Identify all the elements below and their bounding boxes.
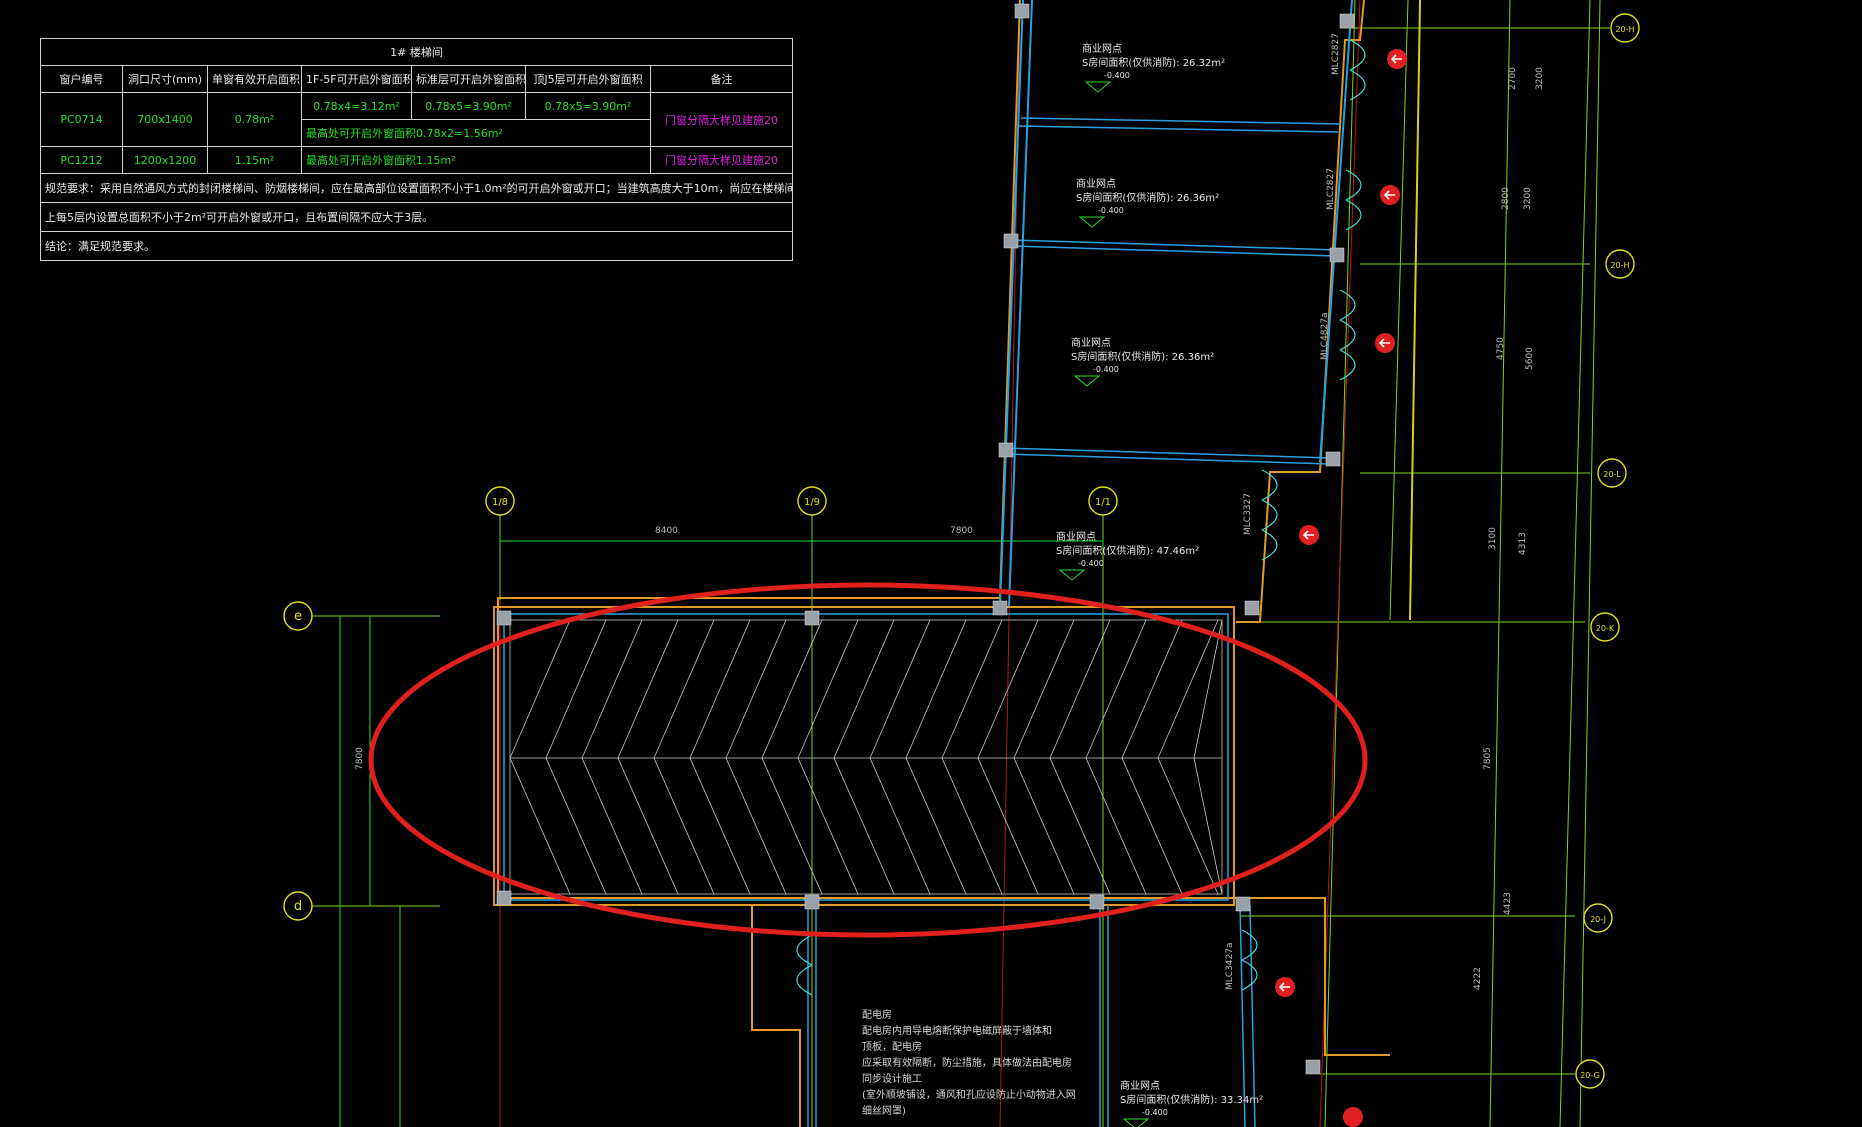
level-marker — [1058, 569, 1086, 581]
door-tag: MLC3427a — [1225, 943, 1235, 990]
room-level: -0.400 — [1098, 206, 1124, 215]
axis-label-right: 20-H — [1610, 261, 1629, 270]
axis-label-left: d — [294, 899, 302, 914]
room-area: S房间面积(仅供消防): 26.36m² — [1071, 350, 1214, 363]
row2-size: 1200x1200 — [122, 146, 208, 174]
stair-hatch — [509, 619, 1223, 895]
structural-columns — [496, 3, 1355, 1075]
room-area: S房间面积(仅供消防): 33.34m² — [1120, 1093, 1263, 1106]
axis-label-top: 1/8 — [492, 497, 508, 508]
conclusion: 结论：满足规范要求。 — [39, 231, 794, 261]
side-dim: 5600 — [1525, 347, 1535, 370]
spec-line-2: 上每5层内设置总面积不小于2m²可开启外窗或开口，且布置间隔不应大于3层。 — [39, 202, 794, 232]
room-name: 商业网点 — [1076, 177, 1116, 190]
room-area: S房间面积(仅供消防): 47.46m² — [1056, 544, 1199, 557]
axis-label-right: 20-J — [1590, 915, 1606, 924]
row1-note: 门窗分隔大样见建施20 — [649, 92, 794, 147]
row1-sub: 最高处可开启外窗面积0.78x2=1.56m² — [301, 119, 651, 147]
row2-id: PC1212 — [40, 146, 123, 174]
header-single-area: 单窗有效开启面积 — [207, 65, 302, 93]
side-dim: 2700 — [1508, 67, 1518, 90]
side-dim: 4750 — [1496, 337, 1506, 360]
dim-8400: 8400 — [655, 526, 678, 536]
room-area: S房间面积(仅供消防): 26.36m² — [1076, 191, 1219, 204]
row2-note: 门窗分隔大样见建施20 — [649, 146, 794, 174]
side-dim: 4222 — [1473, 967, 1483, 990]
axis-label-right: 20-L — [1603, 470, 1621, 479]
side-dim: 4423 — [1503, 892, 1513, 915]
axis-label-right: 20-K — [1596, 624, 1615, 633]
note-line: 细丝网罩) — [862, 1104, 906, 1117]
axis-label-top: 1/1 — [1095, 497, 1111, 508]
row1-id: PC0714 — [40, 92, 123, 147]
room-area: S房间面积(仅供消防): 26.32m² — [1082, 56, 1225, 69]
side-dim: 4313 — [1518, 532, 1528, 555]
side-dim: 3200 — [1535, 67, 1545, 90]
spec-line-1: 规范要求：采用自然通风方式的封闭楼梯间、防烟楼梯间，应在最高部位设置面积不小于1… — [39, 173, 794, 203]
header-std-floor: 标准层可开启外窗面积 — [411, 65, 526, 93]
room-level: -0.400 — [1104, 71, 1130, 80]
dim-left: 7800 — [355, 747, 365, 770]
note-line: 配电房 — [862, 1008, 892, 1021]
side-dim: 3200 — [1523, 187, 1533, 210]
header-f1-5: 1F-5F可开启外窗面积 — [301, 65, 412, 93]
substation-note: 配电房配电房内用导电熔断保护电磁屏蔽于墙体和顶板，配电房应采取有效隔断，防尘措施… — [862, 1008, 1076, 1117]
header-opening-size: 洞口尺寸(mm) — [122, 65, 208, 93]
dim-7800: 7800 — [950, 526, 973, 536]
door-swings — [796, 39, 1366, 996]
table-title: 1# 楼梯间 — [39, 38, 794, 66]
side-dimensions: 2700 3200 2800 3200 4750 5600 3100 4313 7805 4222… — [1473, 67, 1545, 990]
stair-window-table: 1# 楼梯间 窗户编号 洞口尺寸(mm) 单窗有效开启面积 1F-5F可开启外窗… — [39, 38, 794, 261]
row1-size: 700x1400 — [122, 92, 208, 147]
note-line: 应采取有效隔断，防尘措施，具体做法由配电房 — [862, 1056, 1072, 1069]
side-dim: 2800 — [1501, 187, 1511, 210]
building-walls — [493, 0, 1421, 1127]
axis-label-left: e — [294, 609, 302, 624]
row2-sub: 最高处可开启外窗面积1.15m² — [301, 146, 651, 174]
door-tag: MLC2827 — [1331, 33, 1341, 75]
header-top-floor: 顶J5层可开启外窗面积 — [525, 65, 651, 93]
room-name: 商业网点 — [1071, 336, 1111, 349]
axis-bubbles — [283, 13, 1640, 1089]
side-dim: 7805 — [1483, 747, 1493, 770]
room-name: 商业网点 — [1082, 42, 1122, 55]
row1-top: 0.78x5=3.90m² — [525, 92, 651, 120]
row1-area: 0.78m² — [207, 92, 302, 147]
axis-label-right: 20-G — [1580, 1071, 1600, 1080]
level-marker — [1073, 375, 1101, 387]
row2-area: 1.15m² — [207, 146, 302, 174]
top-dimension — [339, 535, 1104, 1127]
row1-f1-5: 0.78x4=3.12m² — [301, 92, 412, 120]
level-marker — [1078, 216, 1106, 228]
room-name: 商业网点 — [1120, 1079, 1160, 1092]
row1-std: 0.78x5=3.90m² — [411, 92, 526, 120]
note-line: (室外顺坡铺设，通风和孔应设防止小动物进入网 — [862, 1088, 1076, 1101]
axis-label-right: 20-H — [1615, 25, 1634, 34]
door-tag: MLC2827 — [1326, 168, 1336, 210]
level-marker — [1122, 1118, 1150, 1127]
note-line: 顶板，配电房 — [862, 1040, 922, 1053]
room-name: 商业网点 — [1056, 530, 1096, 543]
exit-arrow-icons — [1275, 49, 1407, 1127]
header-window-id: 窗户编号 — [40, 65, 123, 93]
axis-label-top: 1/9 — [804, 497, 820, 508]
note-line: 配电房内用导电熔断保护电磁屏蔽于墙体和 — [862, 1024, 1052, 1037]
note-line: 同步设计施工 — [862, 1072, 922, 1085]
side-dim: 3100 — [1488, 527, 1498, 550]
room-level: -0.400 — [1093, 365, 1119, 374]
room-level: -0.400 — [1142, 1108, 1168, 1117]
level-marker — [1084, 81, 1112, 93]
room-level: -0.400 — [1078, 559, 1104, 568]
header-remark: 备注 — [649, 65, 794, 93]
door-tag: MLC3327 — [1243, 493, 1253, 535]
highlight-ellipse — [368, 582, 1368, 938]
door-tag: MLC4827a — [1320, 313, 1330, 360]
axis-lines — [300, 0, 1610, 1127]
